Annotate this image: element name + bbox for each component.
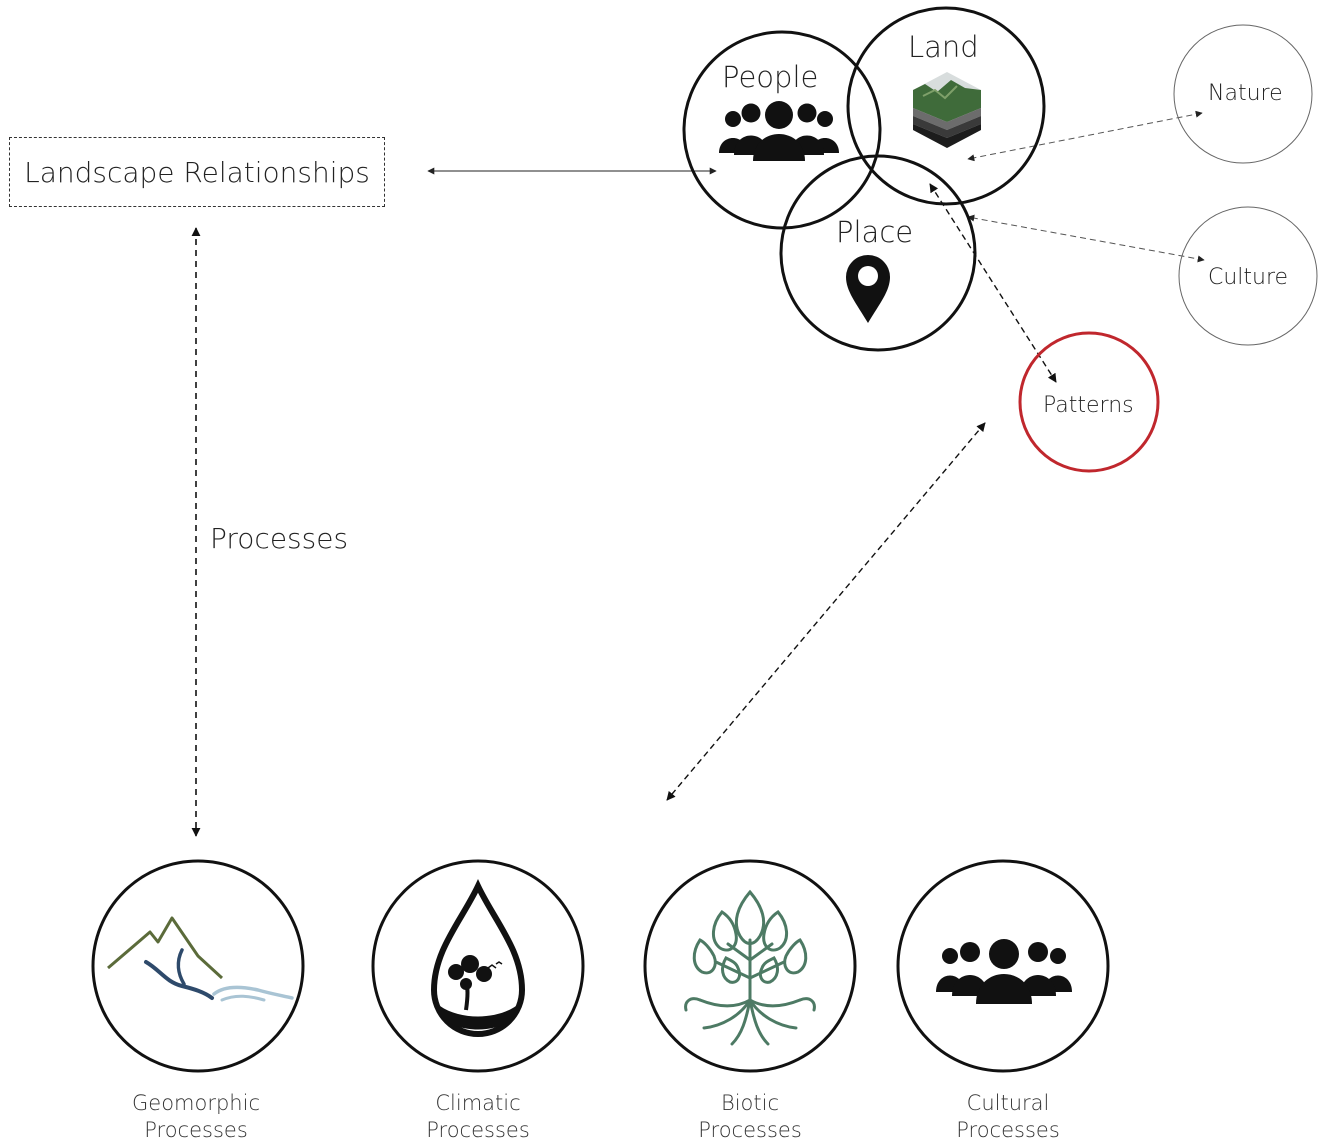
- place-label: Place: [836, 215, 914, 249]
- cultural-circle: [896, 859, 1110, 1073]
- connector-place-patterns: [929, 183, 1057, 383]
- people-circle: [682, 30, 882, 230]
- connector-culture-place: [967, 214, 1205, 263]
- location-pin-icon: [846, 255, 890, 323]
- geomorphic-caption: Geomorphic Processes: [96, 1090, 296, 1144]
- connector-nature-land: [967, 110, 1203, 162]
- patterns-label: Patterns: [1043, 393, 1134, 418]
- people-label: People: [722, 60, 819, 94]
- culture-label: Culture: [1208, 265, 1289, 290]
- biotic-caption-line2: Processes: [698, 1118, 802, 1142]
- cultural-caption: Cultural Processes: [908, 1090, 1108, 1144]
- landscape-relationships-box: Landscape Relationships: [9, 137, 385, 207]
- people-group-icon: [936, 939, 1072, 1004]
- processes-label: Processes: [210, 522, 349, 555]
- geomorphic-circle: [91, 859, 305, 1073]
- tree-roots-icon: [684, 889, 816, 1046]
- place-circle: [779, 154, 977, 352]
- land-circle: [846, 6, 1046, 206]
- culture-circle: [1178, 206, 1318, 346]
- connector-patterns-processes: [666, 422, 986, 801]
- people-group-icon: [719, 101, 839, 161]
- geomorphic-caption-line1: Geomorphic: [132, 1091, 260, 1115]
- biotic-circle: [643, 859, 857, 1073]
- climatic-caption-line1: Climatic: [435, 1091, 521, 1115]
- mountain-river-icon: [107, 916, 294, 1002]
- biotic-caption-line1: Biotic: [720, 1091, 780, 1115]
- water-drop-tree-icon: [430, 878, 526, 1037]
- cultural-caption-line1: Cultural: [966, 1091, 1050, 1115]
- geomorphic-caption-line2: Processes: [144, 1118, 248, 1142]
- cultural-caption-line2: Processes: [956, 1118, 1060, 1142]
- nature-label: Nature: [1208, 81, 1283, 106]
- climatic-caption: Climatic Processes: [378, 1090, 578, 1144]
- patterns-circle: [1018, 331, 1160, 473]
- land-label: Land: [908, 30, 979, 64]
- biotic-caption: Biotic Processes: [650, 1090, 850, 1144]
- terrain-layers-icon: [913, 72, 981, 148]
- nature-circle: [1173, 24, 1313, 164]
- climatic-circle: [371, 859, 585, 1073]
- climatic-caption-line2: Processes: [426, 1118, 530, 1142]
